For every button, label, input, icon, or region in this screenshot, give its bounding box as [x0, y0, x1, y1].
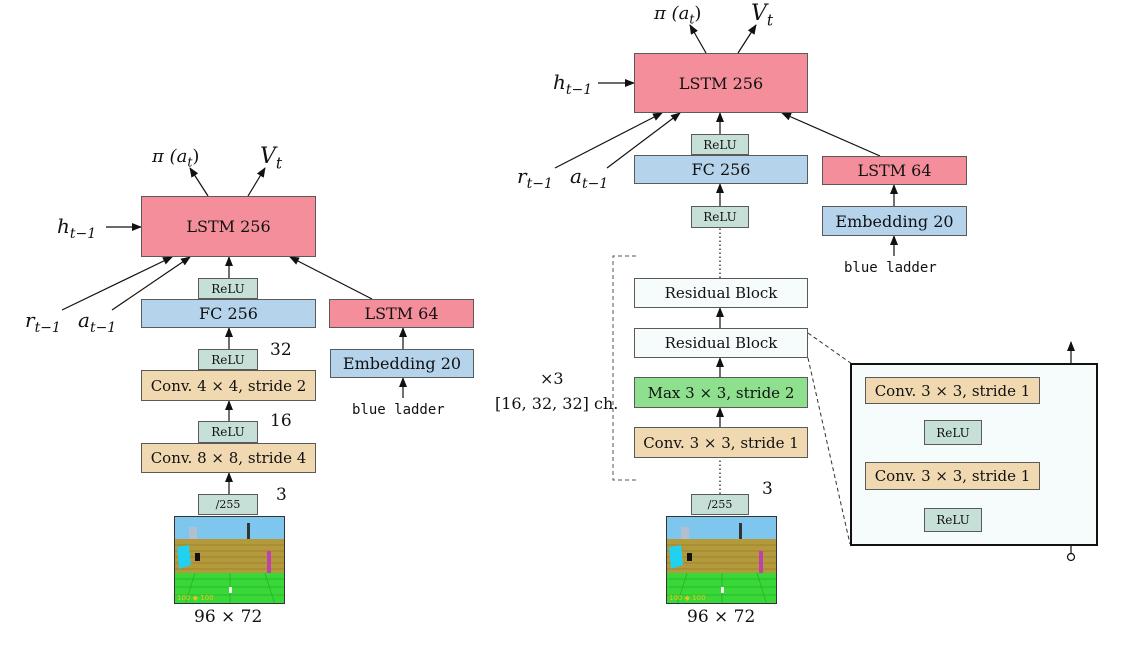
- left-channels-32: 32: [270, 340, 292, 360]
- arrow-left-lstm-to-v: [247, 167, 266, 197]
- left-relu-fc: ReLU: [198, 278, 258, 299]
- right-lstm-256: LSTM 256: [634, 53, 808, 113]
- zoom-line-top: [807, 332, 853, 365]
- right-scale-normalize: /255: [691, 494, 749, 515]
- left-scale-normalize: /255: [198, 494, 258, 515]
- right-maxpool: Max 3 × 3, stride 2: [634, 377, 808, 408]
- res-relu-bottom: ReLU: [924, 508, 982, 532]
- left-embedding-20: Embedding 20: [330, 349, 474, 378]
- right-residual-block-top: Residual Block: [634, 278, 808, 308]
- left-relu-conv2: ReLU: [198, 349, 258, 370]
- arrow-left-lstm64-to-lstm256: [289, 256, 373, 300]
- right-embedding-20: Embedding 20: [822, 206, 967, 236]
- arrow-right-lstm-to-pi: [689, 24, 707, 54]
- right-hidden-state-input: ht−1: [553, 70, 593, 98]
- right-value-output: Vt: [751, 1, 774, 30]
- right-relu-res: ReLU: [691, 206, 749, 228]
- right-input-channels-3: 3: [762, 479, 773, 499]
- left-conv-8x8: Conv. 8 × 8, stride 4: [141, 443, 316, 473]
- right-frame-hud: 100 ◆ 100: [669, 594, 706, 602]
- left-conv-4x4: Conv. 4 × 4, stride 2: [141, 370, 316, 401]
- right-conv-3x3: Conv. 3 × 3, stride 1: [634, 427, 808, 458]
- arrow-left-lstm-to-pi: [189, 167, 209, 197]
- right-instruction-text: blue ladder: [844, 260, 937, 276]
- arrow-right-lstm64-to-lstm256: [781, 112, 881, 157]
- right-fc-256: FC 256: [634, 155, 808, 184]
- left-channels-16: 16: [270, 411, 292, 431]
- left-relu-conv1: ReLU: [198, 421, 258, 443]
- left-hidden-state-input: ht−1: [57, 214, 97, 242]
- zoom-line-bottom: [807, 357, 851, 545]
- res-conv-top: Conv. 3 × 3, stride 1: [865, 377, 1040, 404]
- left-frame-hud: 100 ◆ 100: [177, 594, 214, 602]
- left-image-size: 96 × 72: [194, 607, 263, 627]
- left-input-channels-3: 3: [276, 485, 287, 505]
- right-policy-output: π (at): [654, 3, 702, 27]
- right-residual-block-bottom: Residual Block: [634, 328, 808, 358]
- right-input-frame-image: 100 ◆ 100: [666, 516, 777, 604]
- left-lstm-64: LSTM 64: [329, 299, 474, 328]
- right-relu-fc: ReLU: [691, 134, 749, 155]
- left-lstm-256: LSTM 256: [141, 196, 316, 257]
- right-lstm-64: LSTM 64: [822, 156, 967, 185]
- res-relu-mid: ReLU: [924, 420, 982, 445]
- right-reward-input: rt−1: [517, 164, 553, 192]
- res-conv-bottom: Conv. 3 × 3, stride 1: [865, 462, 1040, 490]
- repeat-channels-label: [16, 32, 32] ch.: [495, 394, 619, 413]
- left-input-frame-image: 100 ◆ 100: [174, 516, 285, 604]
- right-image-size: 96 × 72: [687, 607, 756, 627]
- left-instruction-text: blue ladder: [352, 402, 445, 418]
- left-value-output: Vt: [260, 144, 283, 173]
- repeat-group-bracket: [612, 255, 636, 481]
- left-policy-output: π (at): [152, 146, 200, 170]
- right-action-input: at−1: [570, 164, 609, 192]
- arrow-right-lstm-to-v: [737, 24, 757, 54]
- left-fc-256: FC 256: [141, 299, 316, 328]
- left-action-input: at−1: [78, 308, 117, 336]
- repeat-count-label: ×3: [540, 369, 564, 388]
- input-node: [1066, 552, 1076, 562]
- left-reward-input: rt−1: [25, 308, 61, 336]
